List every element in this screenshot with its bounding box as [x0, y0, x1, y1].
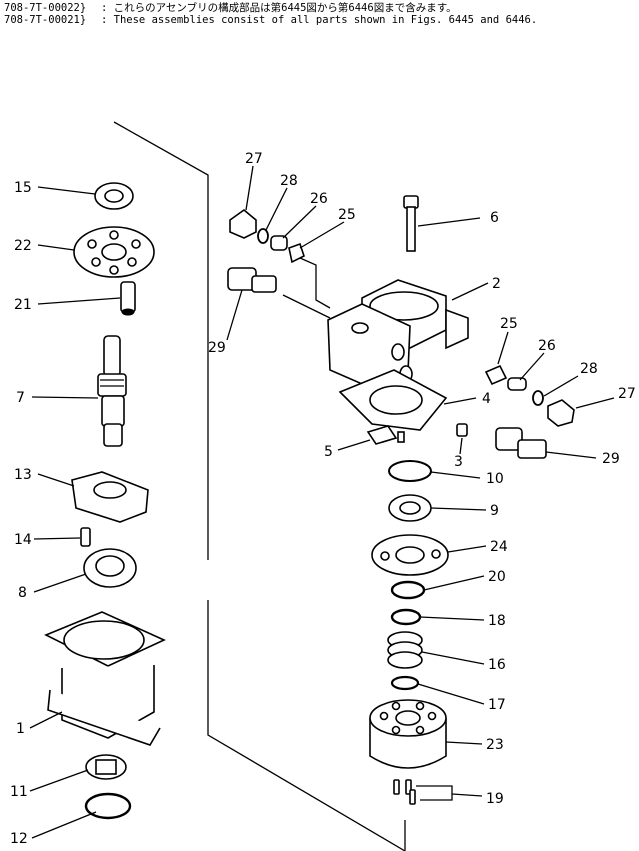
callout-20: 20 — [488, 569, 506, 585]
part-8-bearing — [83, 548, 137, 588]
part-7-shaft — [97, 335, 127, 447]
part-6-bolt — [403, 195, 419, 252]
part-9-bearing — [388, 494, 432, 522]
part-11-coupling — [85, 754, 127, 780]
callout-4: 4 — [482, 391, 491, 407]
callout-1: 1 — [16, 721, 25, 737]
callout-numbers: 15 22 21 7 13 14 8 1 11 12 27 28 26 25 6… — [10, 151, 636, 847]
part-14-pin — [80, 527, 91, 547]
callout-13: 13 — [14, 467, 32, 483]
part-27-cap-left — [229, 208, 257, 239]
part-4-gasket — [338, 369, 448, 431]
model-number-b: 708-7T-00021 — [4, 14, 80, 26]
callout-24: 24 — [490, 539, 508, 555]
callout-28-left: 28 — [280, 173, 298, 189]
callout-15: 15 — [14, 180, 32, 196]
part-15-bearing — [94, 182, 134, 210]
callout-10: 10 — [486, 471, 504, 487]
part-23-cylinder-block — [369, 699, 447, 769]
part-20-ring — [390, 580, 426, 600]
header-line-2: 708-7T-00021} : These assemblies consist… — [4, 14, 537, 26]
part-17-washer — [390, 675, 420, 691]
part-25-poppet-right — [484, 364, 508, 386]
callout-14: 14 — [14, 532, 32, 548]
callout-12: 12 — [10, 831, 28, 847]
part-16-spring — [387, 631, 423, 669]
callout-19: 19 — [486, 791, 504, 807]
callout-21: 21 — [14, 297, 32, 313]
callout-6: 6 — [490, 210, 499, 226]
part-27-cap-right — [547, 399, 575, 427]
callout-28-right: 28 — [580, 361, 598, 377]
callout-26-left: 26 — [310, 191, 328, 207]
header-bracket: } — [79, 2, 87, 14]
assembly-frame-lines — [113, 121, 406, 851]
callout-17: 17 — [488, 697, 506, 713]
part-21-pin — [120, 281, 136, 316]
callout-26-right: 26 — [538, 338, 556, 354]
part-1-case — [44, 611, 166, 746]
callout-16: 16 — [488, 657, 506, 673]
callout-2: 2 — [492, 276, 501, 292]
part-18-washer — [390, 608, 422, 626]
part-24-valve-plate — [371, 534, 449, 576]
callout-8: 8 — [18, 585, 27, 601]
part-28-o-ring-right — [532, 390, 544, 406]
callout-27-right: 27 — [618, 386, 636, 402]
part-3-plug — [456, 423, 468, 437]
part-12-snap-ring — [84, 792, 132, 820]
callout-18: 18 — [488, 613, 506, 629]
note-japanese: : これらのアセンブリの構成部品は第6445図から第6446図まで含みます。 — [101, 2, 457, 14]
part-2-valve-body — [327, 279, 469, 391]
header-line-1: 708-7T-00022} : これらのアセンブリの構成部品は第6445図から第… — [4, 2, 457, 14]
part-26-spring-right — [507, 377, 527, 391]
header-bracket: } — [79, 14, 87, 26]
callout-22: 22 — [14, 238, 32, 254]
callout-25-left: 25 — [338, 207, 356, 223]
part-28-o-ring-left — [257, 228, 269, 244]
part-22-swash-plate — [73, 226, 155, 278]
part-29-valve-left — [227, 267, 277, 293]
callout-27-left: 27 — [245, 151, 263, 167]
part-10-o-ring — [388, 460, 432, 482]
callout-3: 3 — [454, 454, 463, 470]
part-13-cradle — [71, 471, 149, 523]
callout-29-right: 29 — [602, 451, 620, 467]
callout-5: 5 — [324, 444, 333, 460]
callout-29-left: 29 — [208, 340, 226, 356]
callout-11: 11 — [10, 784, 28, 800]
note-english: : These assemblies consist of all parts … — [101, 14, 538, 26]
callout-9: 9 — [490, 503, 499, 519]
part-5-plug — [366, 425, 405, 445]
part-25-poppet-left — [288, 242, 305, 264]
part-26-spring-left — [270, 235, 288, 251]
model-number-a: 708-7T-00022 — [4, 2, 80, 14]
leader-lines — [29, 165, 615, 839]
callout-23: 23 — [486, 737, 504, 753]
part-19-pins — [393, 779, 416, 805]
callout-7: 7 — [16, 390, 25, 406]
part-29-valve-right — [495, 427, 547, 459]
callout-25-right: 25 — [500, 316, 518, 332]
